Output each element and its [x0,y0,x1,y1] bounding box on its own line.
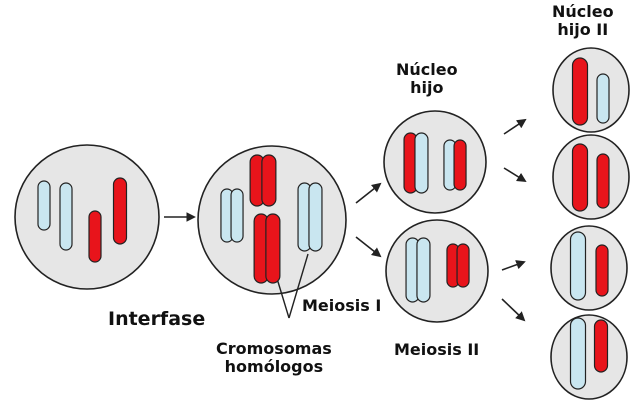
granddaughter-cell-4 [550,314,628,400]
daughter-nucleus-2-label: Núcleo hijo II [552,2,614,40]
chromosome-strand-1 [59,182,73,251]
granddaughter-cell-1 [552,47,630,133]
chromosome-strand-22 [571,143,589,212]
daughter-cell-top [383,110,487,214]
homologous-label-line1: Cromosomas [216,339,332,358]
granddaughter-cell-2 [552,134,630,220]
chromosome-strand-5 [230,188,244,243]
chromosome-strand-13 [414,132,429,194]
chromosome-strand-25 [595,244,609,297]
homologous-label-line2: homólogos [224,357,324,377]
arrow-meiosis1-bottom [355,236,382,258]
daughter-nucleus-label: Núcleo hijo [396,60,458,98]
granddaughter-cell-3 [550,225,628,311]
interphase-cell [14,144,160,290]
chromosome-strand-11 [308,182,323,252]
arrow-meiosis2-3 [501,260,526,271]
chromosome-strand-26 [569,317,587,390]
chromosome-strand-23 [596,153,610,209]
pointer-line-homolog-blue [288,253,309,319]
daughter-nucleus-2-line1: Núcleo [552,2,614,21]
daughter-nucleus-line2: hijo [410,78,444,98]
chromosome-strand-7 [261,154,277,207]
arrow-meiosis1-top [355,182,382,204]
arrow-meiosis2-2 [503,167,527,183]
daughter-nucleus-2-line2: hijo II [557,20,609,40]
chromosome-strand-2 [88,210,102,263]
chromosome-strand-24 [569,231,587,301]
chromosome-strand-19 [456,243,470,288]
chromosome-strand-3 [112,177,128,245]
chromosome-strand-21 [596,73,610,124]
arrow-meiosis2-1 [503,118,527,135]
arrow-meiosis2-4 [501,298,526,322]
daughter-nucleus-line1: Núcleo [396,60,458,79]
chromosome-strand-17 [416,237,431,303]
daughter-cell-bottom [385,219,489,323]
chromosome-strand-15 [453,139,467,191]
meiosis-1-label: Meiosis I [302,296,382,315]
homologous-chromosomes-label: Cromosomas homólogos [216,339,332,377]
chromosome-strand-9 [265,213,281,284]
meiosis-2-label: Meiosis II [394,340,480,359]
chromosome-strand-27 [593,319,609,373]
interphase-label: Interfase [108,308,206,330]
chromosome-strand-0 [37,180,51,231]
chromosome-strand-20 [571,57,589,126]
